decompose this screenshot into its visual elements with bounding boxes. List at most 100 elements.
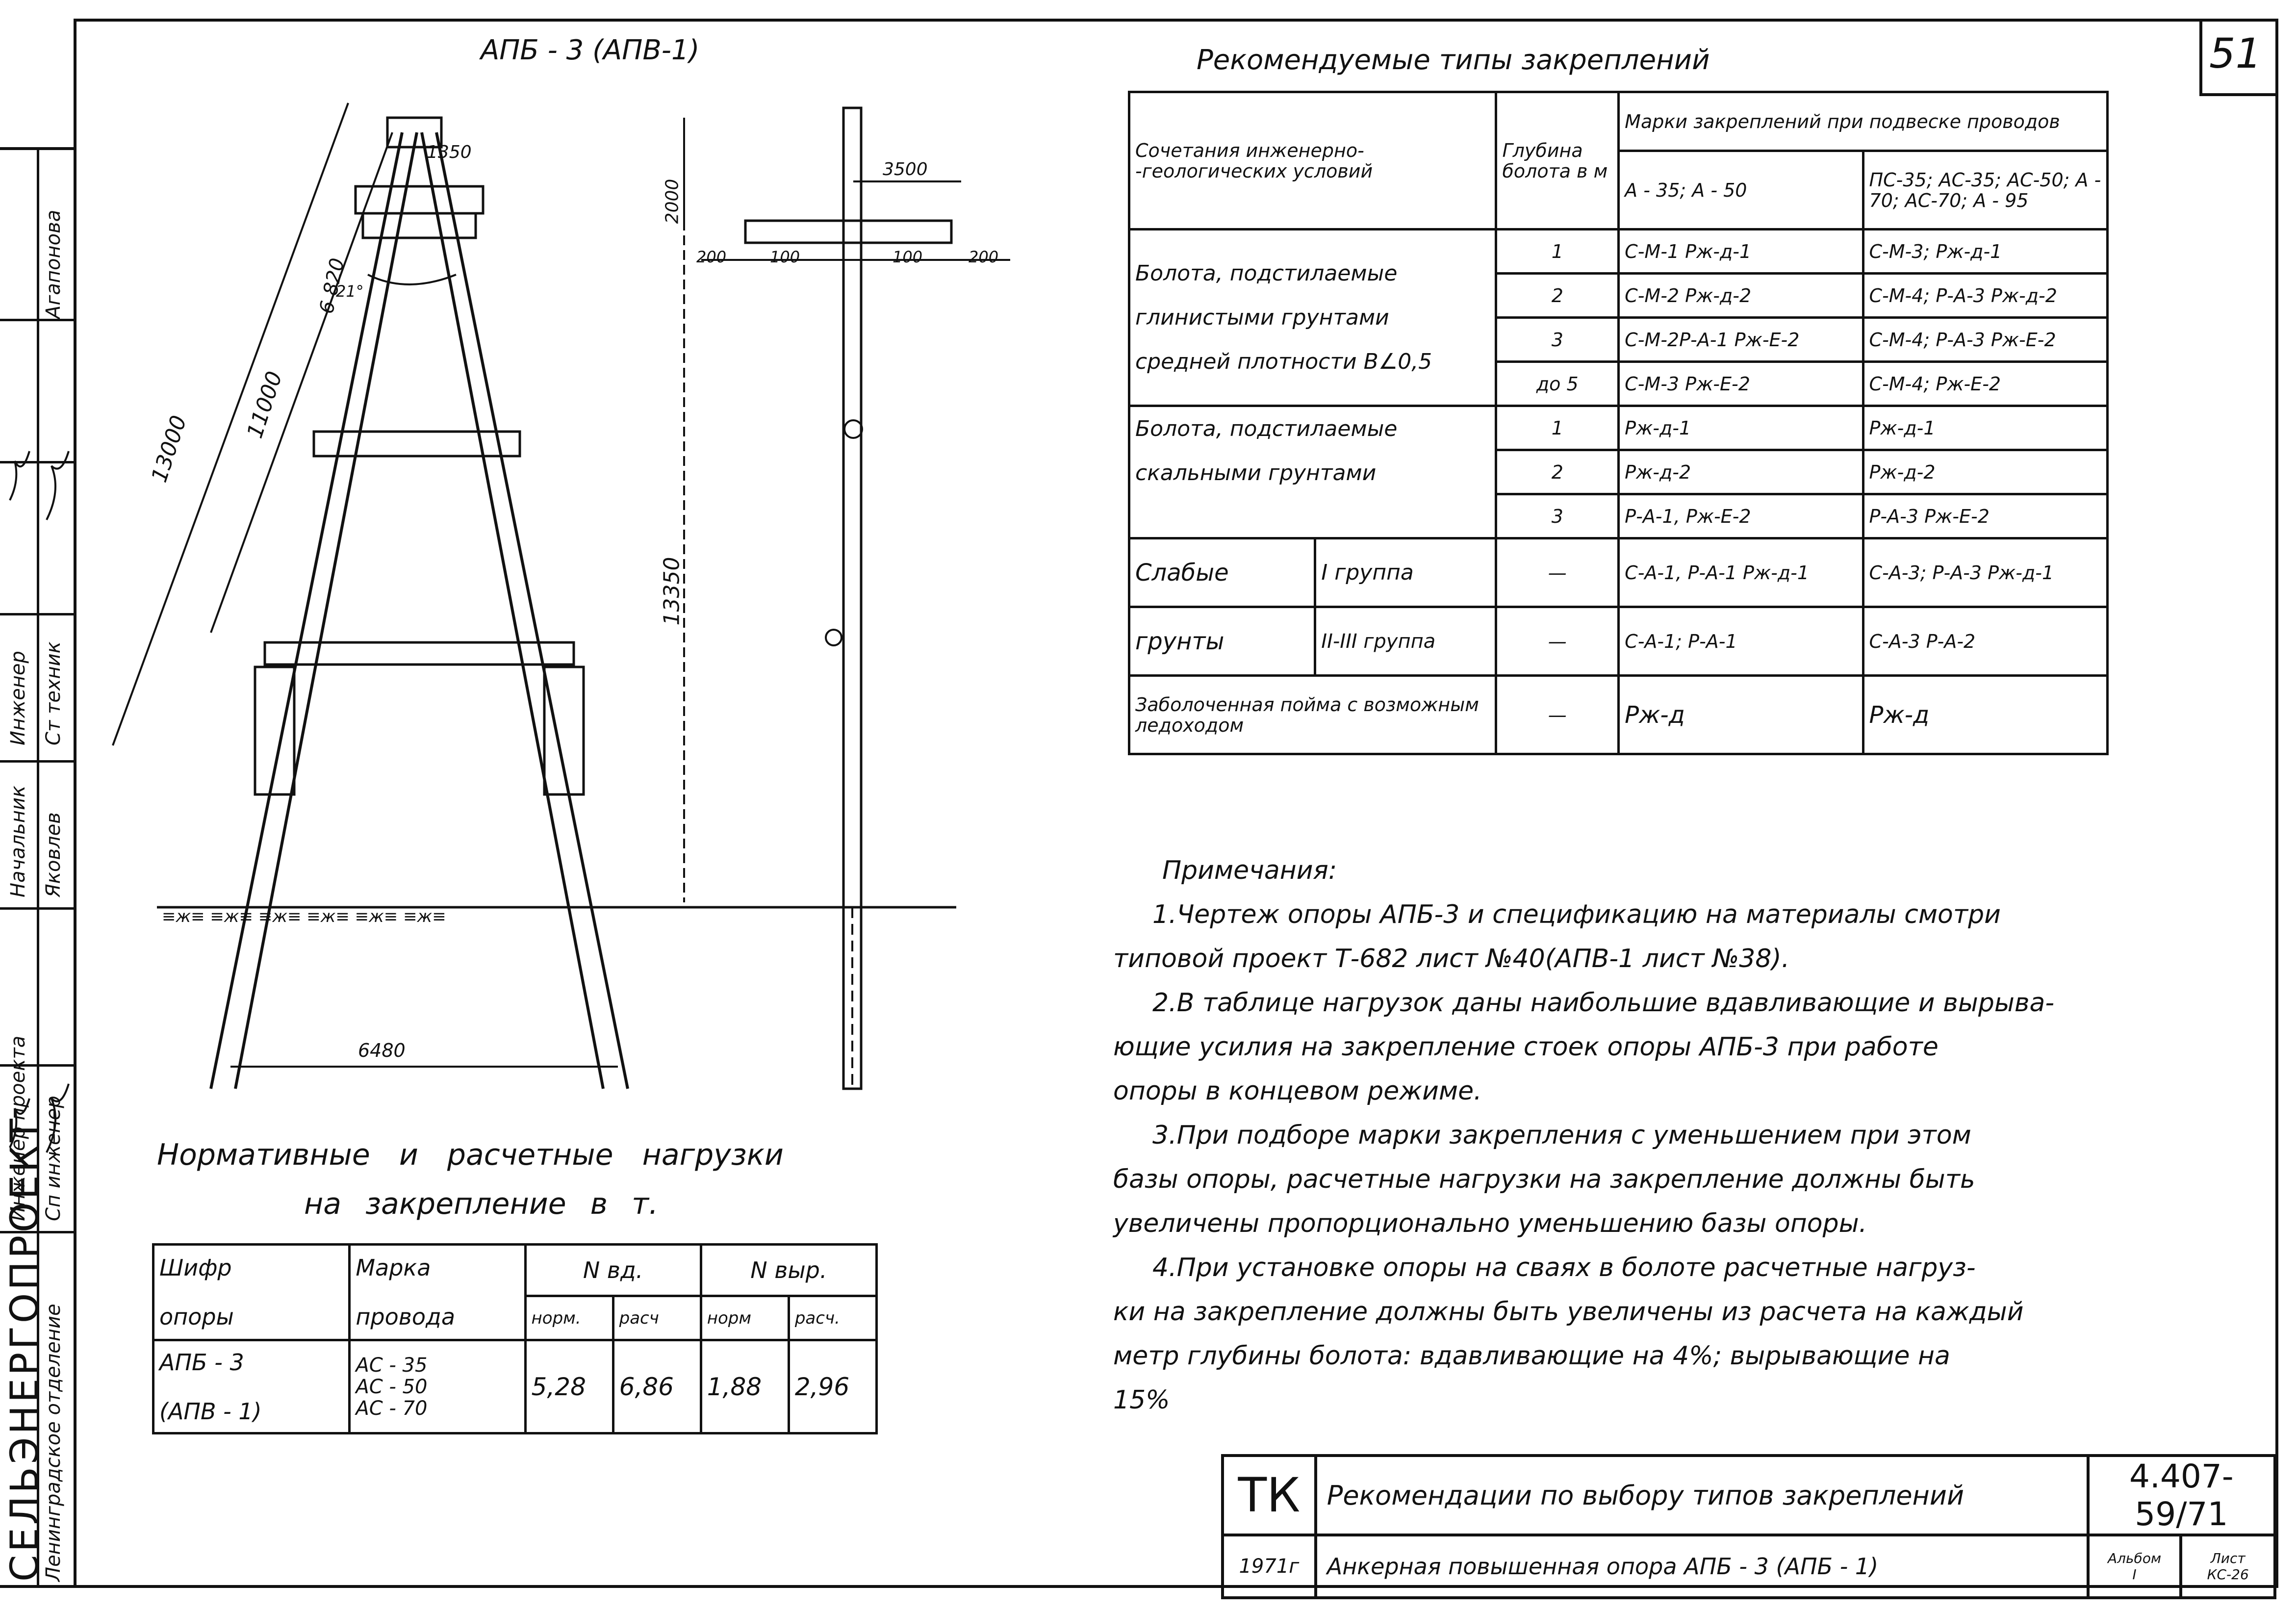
lh-sub: норм. [524, 1295, 614, 1341]
drawing-title: АПБ - 3 (АПВ-1) [481, 34, 700, 66]
last-cond: Заболоченная пойма с возможным ледоходом [1127, 674, 1498, 755]
note-line: 15% [1113, 1385, 1170, 1415]
cell: С-М-2Р-А-1 Рж-Е-2 [1617, 316, 1864, 363]
lr-val: 2,96 [787, 1339, 878, 1434]
lh-sub: норм [699, 1295, 790, 1341]
cell: С-А-3 Р-А-2 [1862, 606, 2109, 677]
notes-heading: Примечания: [1162, 856, 1337, 885]
cell: С-М-3 Рж-Е-2 [1617, 360, 1864, 407]
lr-val: 1,88 [699, 1339, 790, 1434]
cell: 2 [1495, 449, 1620, 495]
frame-bottom [0, 1585, 2278, 1588]
dim-200-b: 200 [969, 248, 999, 266]
cell: 1 [1495, 405, 1620, 451]
dim-6480: 6480 [358, 1040, 406, 1061]
tb-album-value: I [2132, 1566, 2137, 1583]
cell: до 5 [1495, 360, 1620, 407]
note-line: ющие усилия на закрепление стоек опоры А… [1113, 1032, 1939, 1062]
note-line: 2.В таблице нагрузок даны наибольшие вда… [1152, 988, 2055, 1018]
lr-val: 6,86 [612, 1339, 702, 1434]
note-line: 4.При установке опоры на сваях в болоте … [1152, 1253, 1976, 1282]
note-line: опоры в концевом режиме. [1113, 1076, 1482, 1106]
notes: Примечания: 1.Чертеж опоры АПБ-3 и специ… [1113, 848, 2123, 1422]
hdr-marks-b: ПС-35; АС-35; АС-50; А - 70; АС-70; А - … [1862, 150, 2109, 230]
weak-dash-2: — [1495, 606, 1620, 677]
tb-year: 1971г [1221, 1534, 1317, 1599]
tb-title-1: Рекомендации по выбору типов закреплений [1314, 1454, 2090, 1536]
rec-title: Рекомендуемые типы закреплений [1197, 44, 1710, 76]
dim-100-a: 100 [770, 248, 800, 266]
lh-cipher-1: Шифр [159, 1254, 232, 1281]
lr-val: 5,28 [524, 1339, 614, 1434]
cell: Рж-д-2 [1617, 449, 1864, 495]
cell: Рж-д-1 [1862, 405, 2109, 451]
lr-cipher-2: (АПВ - 1) [159, 1398, 262, 1425]
hdr-marks: Марки закреплений при подвеске проводов [1617, 91, 2109, 152]
tb-sheet-label: Лист [2210, 1550, 2245, 1566]
tb-sheet-value: КС-26 [2207, 1566, 2249, 1583]
lh-mark-1: Марка [356, 1254, 431, 1281]
lr-mark-2: АС - 50 [356, 1375, 428, 1398]
last-dash: — [1495, 674, 1620, 755]
dim-13350: 13350 [659, 557, 685, 626]
frame-right [2275, 19, 2278, 1588]
cell: Рж-д-2 [1862, 449, 2109, 495]
note-line: базы опоры, расчетные нагрузки на закреп… [1113, 1165, 1975, 1194]
note-line: метр глубины болота: вдавливающие на 4%;… [1113, 1341, 1950, 1371]
dim-1350: 1350 [427, 142, 472, 162]
note-line: ки на закрепление должны быть увеличены … [1113, 1297, 2024, 1327]
cell: Рж-д [1862, 674, 2109, 755]
svg-text:≡ж≡ ≡ж≡ ≡ж≡ ≡ж≡ ≡ж≡ ≡ж≡: ≡ж≡ ≡ж≡ ≡ж≡ ≡ж≡ ≡ж≡ ≡ж≡ [162, 907, 446, 926]
dim-200-a: 200 [696, 248, 727, 266]
cell: 1 [1495, 228, 1620, 275]
note-line: типовой проект Т-682 лист №40(АПВ-1 лист… [1113, 944, 1790, 973]
weak-b: грунты [1127, 606, 1317, 677]
cond-rock: Болота, подстилаемые скальными грунтами [1127, 405, 1498, 539]
dim-3500: 3500 [883, 159, 928, 179]
note-line: 3.При подборе марки закрепления с уменьш… [1152, 1121, 1971, 1150]
signature-marks [9, 451, 70, 1153]
cell: С-А-1; Р-А-1 [1617, 606, 1864, 677]
lh-mark: Марка провода [348, 1243, 527, 1341]
lr-mark-1: АС - 35 [356, 1354, 428, 1377]
cell: 3 [1495, 493, 1620, 539]
cell: С-А-1, Р-А-1 Рж-д-1 [1617, 537, 1864, 608]
loads-title: Нормативные и расчетные нагрузки [157, 1138, 784, 1172]
weak-g2: II-III группа [1314, 606, 1498, 677]
dim-100-b: 100 [893, 248, 923, 266]
hdr-depth: Глубина болота в м [1495, 91, 1620, 230]
pole-drawing: ≡ж≡ ≡ж≡ ≡ж≡ ≡ж≡ ≡ж≡ ≡ж≡ [112, 102, 1010, 1090]
cell: С-М-1 Рж-д-1 [1617, 228, 1864, 275]
left-stamp [0, 147, 74, 1587]
cell: Рж-д-1 [1617, 405, 1864, 451]
weak-g1: I группа [1314, 537, 1498, 608]
lh-mark-2: провода [356, 1304, 456, 1330]
lh-nvd: N вд. [524, 1243, 702, 1297]
tb-code: 4.407-59/71 [2086, 1454, 2277, 1536]
weak-a: Слабые [1127, 537, 1317, 608]
frame-left [74, 19, 77, 1588]
cell: Р-А-3 Рж-Е-2 [1862, 493, 2109, 539]
cond-clay: Болота, подстилаемые глинистыми грунтами… [1127, 228, 1498, 407]
weak-dash-1: — [1495, 537, 1620, 608]
lh-sub: расч [612, 1295, 702, 1341]
lh-nvyr: N выр. [699, 1243, 878, 1297]
note-line: увеличены пропорционально уменьшению баз… [1113, 1209, 1867, 1238]
lh-sub: расч. [787, 1295, 878, 1341]
loads-subtitle: на закрепление в т. [304, 1187, 659, 1221]
lr-mark-3: АС - 70 [356, 1397, 428, 1420]
cell: С-М-4; Рж-Е-2 [1862, 360, 2109, 407]
dim-2000: 2000 [662, 179, 683, 224]
cell: Р-А-1, Рж-Е-2 [1617, 493, 1864, 539]
hdr-marks-a: А - 35; А - 50 [1617, 150, 1864, 230]
tb-album-label: Альбом [2108, 1550, 2162, 1566]
cell: С-М-4; Р-А-3 Рж-Е-2 [1862, 316, 2109, 363]
tb-title-2: Анкерная повышенная опора АПБ - 3 (АПБ -… [1314, 1534, 2090, 1599]
rec-table: Сочетания инженерно- -геологических усло… [1127, 91, 2109, 755]
cell: С-М-4; Р-А-3 Рж-д-2 [1862, 272, 2109, 319]
cell: Рж-д [1617, 674, 1864, 755]
title-block: ТК Рекомендации по выбору типов закрепле… [1221, 1454, 2277, 1599]
